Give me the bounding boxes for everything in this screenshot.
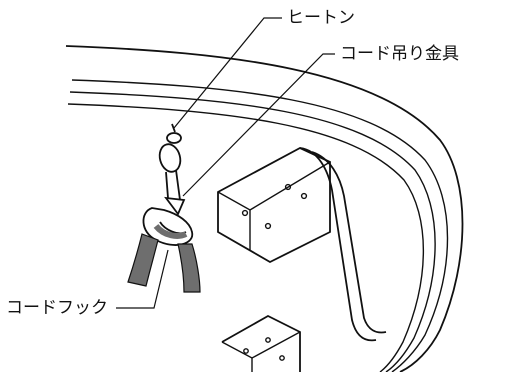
ceiling-arm: [299, 147, 387, 342]
ceiling-rim: [65, 45, 464, 372]
leader-hook: [116, 249, 169, 309]
cord-bracket-label: コード吊り金具: [340, 44, 459, 64]
screw-hole: [264, 222, 272, 230]
mounting-block-upper: [217, 146, 331, 264]
screw-hole: [279, 355, 285, 361]
leader-bracket: [182, 53, 335, 197]
cords: [127, 223, 201, 293]
leader-lines: [116, 17, 335, 309]
heater-label: ヒートン: [287, 8, 355, 28]
eye-screw: [166, 123, 182, 144]
screw-hole: [243, 348, 249, 354]
screw-hole: [284, 183, 292, 191]
mounting-block-lower: [221, 314, 301, 372]
cord-hook-label: コードフック: [6, 298, 108, 318]
screw-hole: [241, 209, 249, 217]
screw-hole: [300, 192, 308, 200]
leader-heater: [173, 17, 282, 129]
screw-hole: [265, 337, 271, 343]
cord-bracket: [158, 143, 186, 216]
